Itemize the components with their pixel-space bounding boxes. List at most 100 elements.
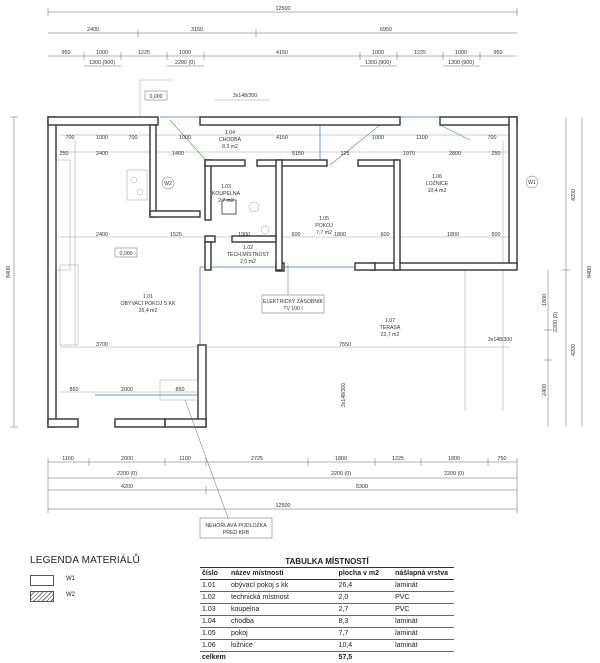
walls (48, 117, 517, 427)
dim-right-b-3: 2400 (542, 384, 548, 396)
header-floor: nášlapná vrstva (393, 568, 454, 580)
cell-name: koupelna (229, 604, 337, 616)
dim-left: 8400 (6, 266, 12, 278)
dim-bottom2-1: 850 (70, 387, 79, 393)
total-area: 57,5 (337, 652, 394, 663)
dim-bottom-row1-3: 1100 (179, 456, 191, 462)
dim-mid-1: 2400 (96, 232, 108, 238)
dim-inner-top-2: 1000 (96, 135, 108, 141)
dim-bottom-row2-3: 2200 (0) (444, 471, 464, 477)
dim-top-row2-1: 2400 (87, 27, 99, 33)
dim-right-outer: 8400 (587, 266, 593, 278)
dim-row1400-4: 5150 (292, 151, 304, 157)
table-row: 1.03 koupelna 2,7 PVC (200, 604, 454, 616)
table-row: 1.05 pokoj 7,7 laminát (200, 628, 454, 640)
dim-top-row2-2: 3150 (191, 27, 203, 33)
cell-area: 10,4 (337, 640, 394, 652)
room-number: 1.06 (432, 174, 442, 180)
dim-bottom-row2-2: 2200 (0) (331, 471, 351, 477)
dim-bottom-row1-5: 1800 (335, 456, 347, 462)
room-area: 26,4 m2 (139, 308, 158, 314)
room-label-1-07: 1.07 TERASA 22,7 m2 (380, 318, 401, 338)
cell-number: 1.06 (200, 640, 229, 652)
cell-number: 1.03 (200, 604, 229, 616)
cell-area: 7,7 (337, 628, 394, 640)
callout-fireplace-line1: NEHOŘLAVÁ PODLOŽKA (205, 521, 267, 529)
room-name: LOŽNICE (426, 179, 449, 187)
dim-inner-top-6: 1000 (372, 135, 384, 141)
dim-inner-top-4: 1000 (179, 135, 191, 141)
dim-mid-8: 500 (492, 232, 501, 238)
dim-bottom-overall: 12500 (276, 503, 291, 509)
dim-bottom-row3-1: 4200 (121, 484, 133, 490)
room-label-1-02: 1.02 TECH.MÍSTNOST 2,0 m2 (227, 245, 270, 265)
room-table-title: TABULKA MÍSTNOSTÍ (200, 557, 454, 568)
callout-boiler-line1: ELEKTRICKÝ ZÁSOBNÍK (263, 298, 324, 305)
legend-swatch-hatched (30, 591, 54, 602)
dim-top-row4-1: 1300 (900) (89, 60, 115, 66)
legend-title: LEGENDA MATERIÁLŮ (30, 555, 170, 566)
stairs-right: 3x148/300 (488, 337, 512, 343)
dim-bottom-2: 7550 (339, 342, 351, 348)
cell-number: 1.04 (200, 616, 229, 628)
cell-area: 2,0 (337, 592, 394, 604)
cell-area: 26,4 (337, 580, 394, 592)
dim-bottom-1: 3700 (96, 342, 108, 348)
cell-number: 1.01 (200, 580, 229, 592)
room-area: 2,0 m2 (240, 259, 256, 265)
dim-right-a-2: 4200 (571, 344, 577, 356)
stairs-top: 3x148/300 (233, 93, 257, 99)
level-top: 0,000 (150, 94, 163, 100)
dim-row1400-8: 250 (492, 151, 501, 157)
dim-right-a-1: 4200 (571, 189, 577, 201)
dim-bottom-row2-1: 2200 (0) (117, 471, 137, 477)
marker-w2: W2 (164, 181, 172, 187)
room-label-1-06: 1.06 LOŽNICE 10,4 m2 (426, 174, 449, 194)
room-area: 2,7 m2 (218, 198, 234, 204)
table-row: 1.06 ložnice 10,4 laminát (200, 640, 454, 652)
dim-row1400-7: 2800 (449, 151, 461, 157)
legend-item-w2: W2 (30, 591, 150, 605)
room-name: KOUPELNA (212, 191, 241, 197)
cell-number: 1.02 (200, 592, 229, 604)
dim-inner-top-5: 4150 (276, 135, 288, 141)
dim-inner-top-1: 700 (66, 135, 75, 141)
dim-top-row4-4: 1300 (900) (448, 60, 474, 66)
dim-mid-6: 600 (381, 232, 390, 238)
room-label-1-01: 1.01 OBÝVACÍ POKOJ S KK 26,4 m2 (121, 294, 177, 314)
total-empty (393, 652, 454, 663)
cell-floor: PVC (393, 604, 454, 616)
dim-bottom-row1-6: 1225 (392, 456, 404, 462)
callout-boiler-line2: TV 100 l (283, 306, 302, 312)
table-total-row: celkem 57,5 (200, 652, 454, 663)
dim-row1400-1: 250 (60, 151, 69, 157)
dim-bottom-row1-8: 750 (498, 456, 507, 462)
cell-area: 8,3 (337, 616, 394, 628)
dim-right-b-1: 1800 (542, 294, 548, 306)
legend-item-w1: W1 (30, 575, 150, 589)
room-name: TECH.MÍSTNOST (227, 251, 270, 258)
dim-top-row3-9: 950 (494, 50, 503, 56)
marker-w1: W1 (528, 180, 536, 186)
cell-name: ložnice (229, 640, 337, 652)
table-row: 1.04 chodba 8,3 laminát (200, 616, 454, 628)
room-number: 1.03 (221, 184, 231, 190)
legend-label: W2 (66, 592, 75, 598)
dim-top-overall: 12500 (276, 6, 291, 12)
cell-number: 1.05 (200, 628, 229, 640)
room-number: 1.02 (243, 245, 253, 251)
room-table-grid: číslo název místnosti plocha v m2 nášlap… (200, 568, 454, 663)
dim-top-row3-5: 4150 (276, 50, 288, 56)
floor-plan: 12500 2400 3150 6950 950 1000 1225 1000 … (0, 0, 600, 545)
cell-floor: laminát (393, 616, 454, 628)
cell-floor: laminát (393, 628, 454, 640)
dim-bottom2-3: 850 (176, 387, 185, 393)
room-name: TERASA (380, 325, 401, 331)
total-label: celkem (200, 652, 337, 663)
table-row: 1.02 technická místnost 2,0 PVC (200, 592, 454, 604)
dim-bottom-row1-4: 2725 (251, 456, 263, 462)
dim-top-row3-7: 1225 (414, 50, 426, 56)
cell-name: chodba (229, 616, 337, 628)
dim-row1400-5: 125 (341, 151, 350, 157)
cell-area: 2,7 (337, 604, 394, 616)
